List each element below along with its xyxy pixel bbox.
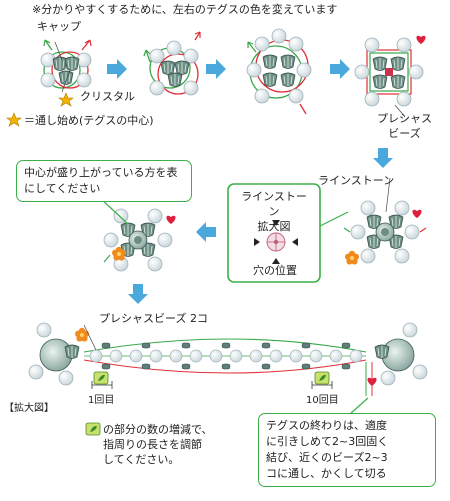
- label-cap: キャップ: [37, 20, 81, 33]
- callout-finish: テグスの終わりは、適度 に引きしめて2~3回固く 結び、近くのビーズ2~3 コに…: [258, 413, 436, 487]
- rhinestone-zoom-box: [227, 183, 349, 283]
- step5-figure: [343, 177, 427, 265]
- label-zoom: 【拡大図】: [4, 403, 54, 414]
- step4-figure: [354, 35, 426, 118]
- callout-center-up: 中心が盛り上がっている方を表 にしてください: [16, 160, 192, 202]
- step6-figure: [99, 197, 176, 272]
- header-note: ※分かりやすくするために、左右のテグスの色を変えています: [32, 3, 338, 16]
- label-rhinestone-zoom: ラインストーン 拡大図: [241, 190, 307, 233]
- label-precious-beads: プレシャス ビーズ: [377, 112, 432, 140]
- leaf-icon: [85, 422, 101, 436]
- label-round-10: 10回目: [306, 395, 339, 406]
- step2-figure: [143, 31, 201, 96]
- label-start-point: ＝通し始め(テグスの中心): [24, 114, 154, 127]
- label-round-1: 1回目: [88, 395, 115, 406]
- callout-adjust: の部分の数の増減で、 指周りの長さを調節 してください。: [103, 423, 213, 466]
- label-hole-position: 穴の位置: [253, 264, 297, 277]
- label-crystal: クリスタル: [80, 90, 135, 103]
- label-rhinestone: ラインストーン: [318, 174, 395, 187]
- star-icon: [6, 112, 22, 127]
- step3-figure: [246, 28, 312, 115]
- bracelet-figure: [28, 322, 428, 415]
- step1-figure: [40, 39, 92, 107]
- label-precious-beads-2: プレシャスビーズ 2コ: [99, 312, 208, 325]
